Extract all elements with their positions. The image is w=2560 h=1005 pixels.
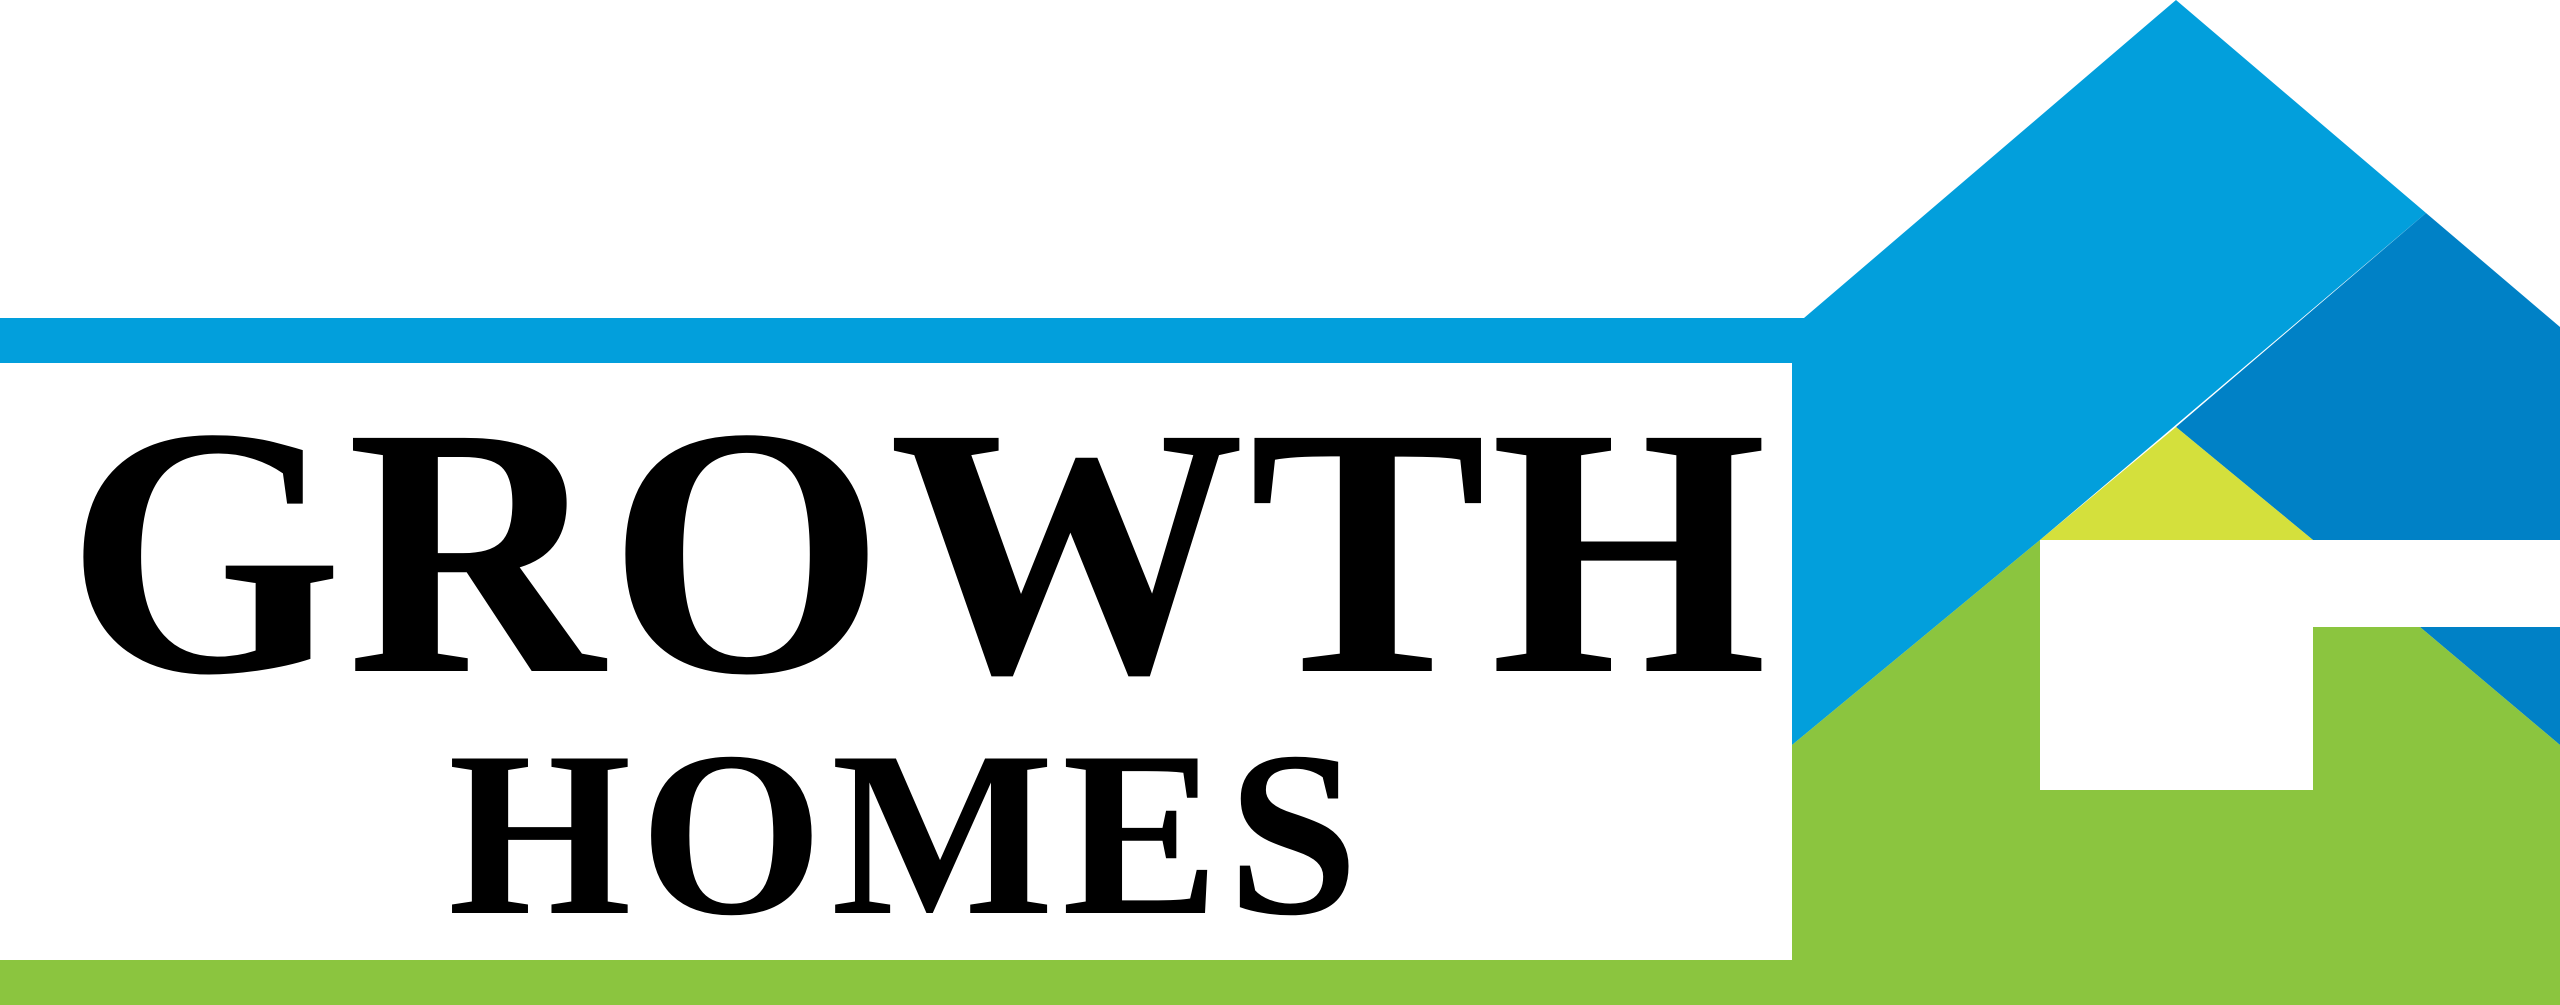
wordmark: GROWTH HOMES	[0, 362, 1792, 960]
grass-green	[0, 540, 2560, 1005]
roof-lime-accent	[2040, 427, 2313, 540]
wordmark-panel	[0, 363, 1792, 960]
roof-deep-blue	[2176, 213, 2560, 540]
blue-top-band	[0, 318, 1810, 363]
roof-sky-blue	[1792, 0, 2426, 745]
brand-name-homes: HOMES	[448, 704, 1367, 965]
brand-name-growth: GROWTH	[66, 355, 1772, 749]
house-icon	[2040, 540, 2560, 790]
